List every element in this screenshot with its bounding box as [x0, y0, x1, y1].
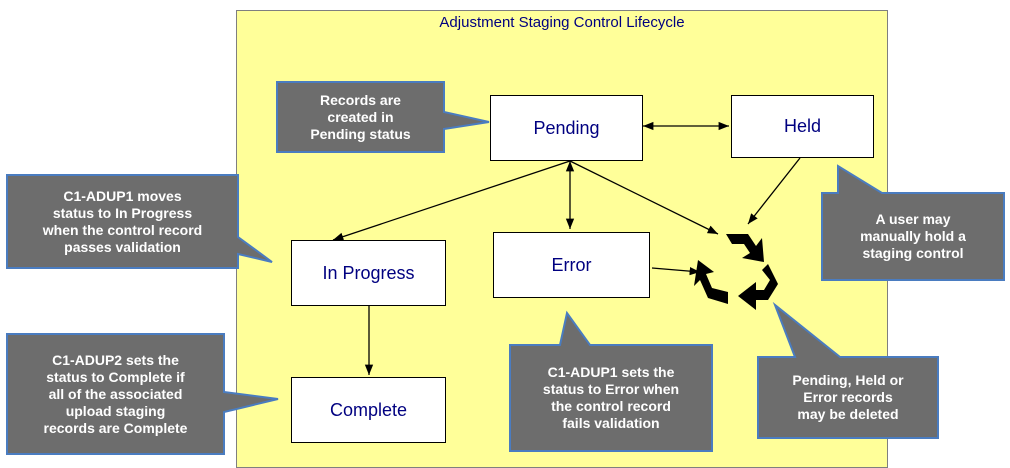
callout-user-hold-text: A user may manually hold a staging contr… [860, 211, 966, 261]
state-error: Error [493, 232, 650, 298]
recycle-icon [694, 234, 778, 310]
callout-c1-adup1-sets-error-text: C1-ADUP1 sets the status to Error when t… [542, 364, 680, 431]
state-held: Held [731, 95, 874, 158]
callout-c1-adup1-sets-error [509, 310, 713, 452]
callout-c1-adup2-sets-text: C1-ADUP2 sets the status to Complete if … [43, 351, 188, 436]
state-in-progress: In Progress [291, 240, 446, 306]
callout-c1-adup1-moves-text: C1-ADUP1 moves status to In Progress whe… [42, 187, 203, 255]
arrow-pending-inprogress [332, 160, 571, 241]
callout-deleted [757, 301, 939, 439]
arrow-error-delete [651, 266, 701, 276]
arrow-pending-delete [569, 160, 719, 235]
callout-c1-adup2-sets [6, 333, 279, 455]
arrow-held-delete [747, 157, 801, 225]
callout-c1-adup1-moves [6, 174, 273, 269]
state-complete: Complete [291, 377, 446, 443]
diagram-title: Adjustment Staging Control Lifecycle [439, 14, 685, 31]
callout-user-hold [821, 164, 1005, 281]
state-pending: Pending [490, 95, 643, 161]
callout-deleted-text: Pending, Held or Error records may be de… [792, 372, 904, 422]
callout-records-created-text: Records are created in Pending status [310, 91, 411, 142]
callout-records-created [276, 81, 490, 153]
